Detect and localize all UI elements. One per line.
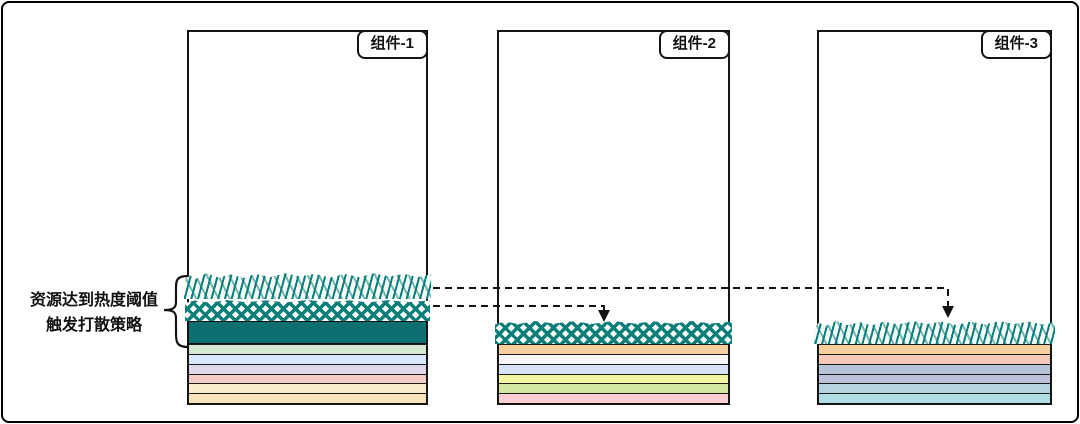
stripe-green: [499, 383, 728, 394]
component-3-label: 组件-3: [980, 30, 1052, 59]
stripe-light-blue: [819, 383, 1050, 394]
migrated-scribble-hatch-band: [814, 321, 1055, 345]
annotation-line-1: 资源达到热度阈值: [29, 292, 158, 309]
component-1-label: 组件-1: [356, 30, 428, 59]
component-3-stack: [814, 320, 1055, 403]
stripe-pink: [189, 373, 426, 384]
stripe-peach: [819, 344, 1050, 355]
hot-cross-hatch-band: [185, 300, 430, 322]
stripe-blue: [499, 363, 728, 374]
stripe-cream: [189, 383, 426, 394]
stripe-blue: [189, 354, 426, 364]
component-1-stack: [184, 272, 431, 403]
stripe-lavender: [189, 363, 426, 374]
stripe-peach: [499, 344, 728, 355]
stripe-pink: [499, 393, 728, 403]
stripe-white: [499, 354, 728, 364]
component-2-label: 组件-2: [658, 30, 730, 59]
annotation-line-2: 触发打散策略: [45, 317, 142, 334]
component-3-box: 组件-3: [814, 30, 1055, 405]
stripe-salmon: [819, 354, 1050, 364]
stripe-peach: [189, 393, 426, 403]
stripe-steel-lavender: [819, 373, 1050, 384]
migrated-cross-hatch-band: [495, 321, 732, 345]
component-2-stack: [495, 320, 732, 403]
threshold-annotation: 资源达到热度阈值 触发打散策略: [24, 288, 164, 338]
solid-teal-stripe: [189, 321, 426, 345]
stripe-cyan: [819, 393, 1050, 403]
component-2-box: 组件-2: [495, 30, 732, 405]
stripe-green: [189, 344, 426, 355]
hot-scribble-hatch-band: [184, 273, 431, 300]
component-1-box: 组件-1: [184, 30, 431, 405]
stripe-yellow: [499, 373, 728, 384]
stripe-steel-blue: [819, 363, 1050, 374]
